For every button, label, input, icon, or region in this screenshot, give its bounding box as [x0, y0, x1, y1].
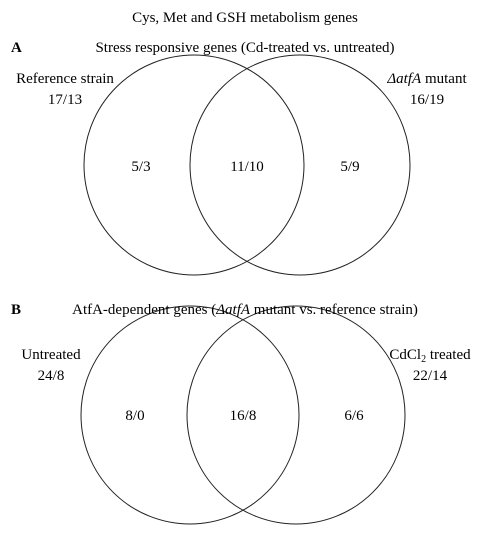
panel-a-left-set-label: Reference strain: [16, 71, 114, 87]
panel-a-heading: Stress responsive genes (Cd-treated vs. …: [95, 40, 395, 56]
panel-b-heading-italic: ΔatfA: [216, 302, 251, 318]
panel-a-letter: A: [11, 40, 22, 56]
panel-a-left-set-count: 17/13: [47, 92, 83, 108]
panel-b-letter: B: [11, 302, 22, 318]
panel-a-right-circle: [189, 54, 411, 276]
panel-b-left-only-count: 8/0: [125, 408, 145, 424]
panel-b-right-set-label-rest: treated: [426, 347, 471, 363]
panel-b-right-set-count: 22/14: [412, 368, 448, 384]
panel-b-heading-post: mutant vs. reference strain): [250, 302, 418, 318]
panel-a-right-only-count: 5/9: [340, 159, 360, 175]
panel-b-right-set-label: CdCl2 treated: [389, 347, 471, 365]
panel-b-right-only-count: 6/6: [344, 408, 364, 424]
panel-b-left-set-label: Untreated: [21, 347, 81, 363]
panel-a-right-set-label-rest: mutant: [421, 71, 467, 87]
panel-b-heading-pre: AtfA-dependent genes (: [72, 302, 217, 318]
panel-a-overlap-count: 11/10: [230, 159, 264, 175]
panel-b-left-circle: [80, 305, 300, 525]
figure-title: Cys, Met and GSH metabolism genes: [132, 10, 358, 26]
panel-b-left-set-count: 24/8: [37, 368, 65, 384]
panel-a-right-set-label: ΔatfA mutant: [387, 72, 466, 87]
panel-a-right-set-count: 16/19: [409, 92, 445, 108]
panel-a-left-only-count: 5/3: [131, 159, 151, 175]
panel-b-heading: AtfA-dependent genes (ΔatfA mutant vs. r…: [72, 303, 418, 318]
panel-b-overlap-count: 16/8: [229, 408, 257, 424]
panel-a-left-circle: [83, 54, 305, 276]
panel-a-right-set-label-italic: ΔatfA: [387, 71, 422, 87]
panel-b-right-set-label-main: CdCl: [389, 347, 422, 363]
panel-b-right-circle: [186, 305, 406, 525]
panel-b-right-set-label-sub: 2: [421, 354, 427, 365]
